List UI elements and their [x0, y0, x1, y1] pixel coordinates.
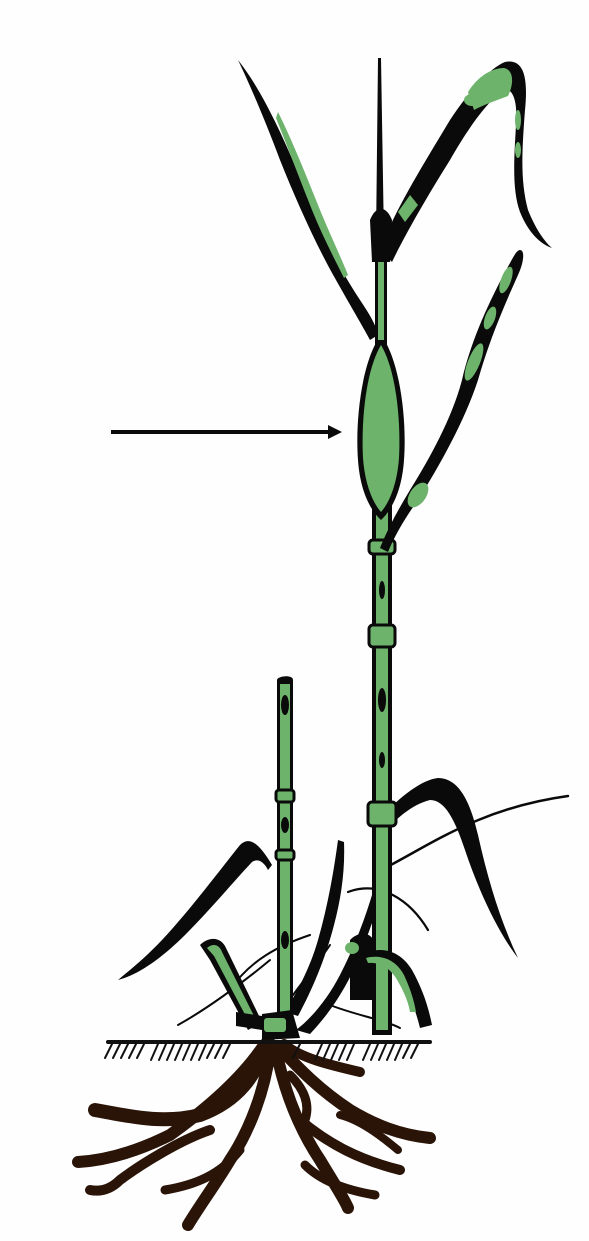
- upper-right-leaf: [380, 62, 552, 262]
- upper-left-leaf: [238, 60, 378, 340]
- arrow-right-icon: [111, 425, 342, 439]
- root-system: [78, 1042, 430, 1225]
- lower-leaves: [118, 778, 518, 1034]
